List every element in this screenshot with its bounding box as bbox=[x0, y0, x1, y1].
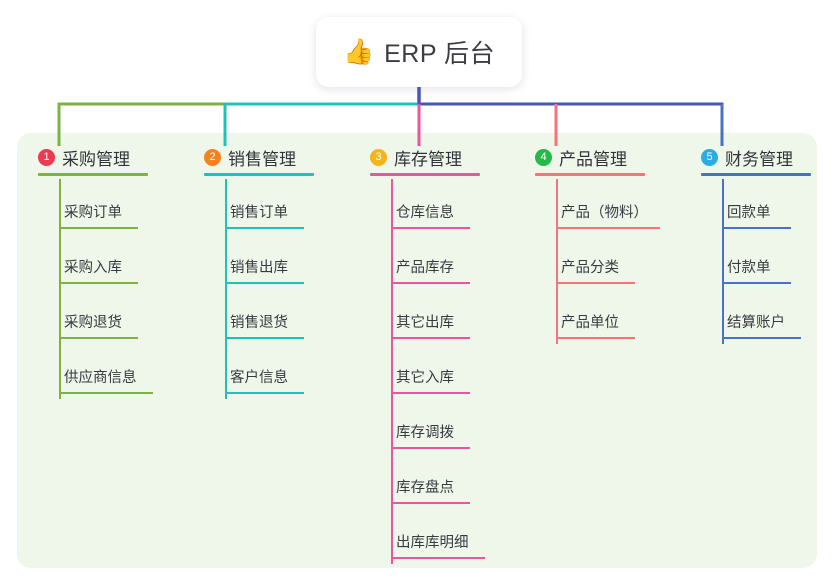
column-spine bbox=[391, 179, 393, 564]
column-header-rule bbox=[701, 173, 811, 176]
leaf-node-rule bbox=[723, 227, 791, 229]
leaf-node-rule bbox=[557, 227, 660, 229]
leaf-node-label: 回款单 bbox=[727, 205, 771, 221]
column-spine bbox=[225, 179, 227, 399]
diagram-panel bbox=[17, 133, 817, 568]
column-header-rule bbox=[204, 173, 314, 176]
column-title: 库存管理 bbox=[394, 150, 462, 169]
column-产品管理[interactable]: 4 产品管理产品（物料） 产品分类产品单位 bbox=[535, 146, 660, 344]
leaf-node-rule bbox=[226, 392, 304, 394]
column-title: 财务管理 bbox=[725, 150, 793, 169]
leaf-node-rule bbox=[226, 227, 304, 229]
column-header[interactable]: 2 销售管理 bbox=[204, 146, 296, 169]
leaf-node-label: 付款单 bbox=[727, 260, 771, 276]
leaf-node-label: 销售订单 bbox=[230, 205, 288, 221]
leaf-node-rule bbox=[392, 227, 470, 229]
leaf-node-rule bbox=[392, 447, 470, 449]
leaf-node-label: 库存盘点 bbox=[396, 480, 454, 496]
leaf-node-rule bbox=[392, 557, 485, 559]
leaf-node-label: 结算账户 bbox=[727, 315, 785, 331]
leaf-node-rule bbox=[60, 227, 138, 229]
column-财务管理[interactable]: 5 财务管理回款单付款单结算账户 bbox=[701, 146, 811, 344]
column-spine bbox=[556, 179, 558, 344]
leaf-node-label: 采购订单 bbox=[64, 205, 122, 221]
leaf-node-label: 产品单位 bbox=[561, 315, 619, 331]
column-header-rule bbox=[370, 173, 480, 176]
leaf-node-label: 库存调拨 bbox=[396, 425, 454, 441]
column-header-rule bbox=[38, 173, 148, 176]
column-title: 销售管理 bbox=[228, 150, 296, 169]
leaf-node-label: 其它出库 bbox=[396, 315, 454, 331]
leaf-node-rule bbox=[392, 282, 470, 284]
leaf-node-rule bbox=[392, 392, 470, 394]
leaf-node-label: 出库库明细 bbox=[396, 535, 469, 551]
thumbs-up-icon: 👍 bbox=[342, 37, 375, 66]
leaf-node-label: 产品（物料） bbox=[561, 205, 648, 221]
column-header-rule bbox=[535, 173, 645, 176]
leaf-node-rule bbox=[723, 337, 801, 339]
leaf-node-rule bbox=[60, 392, 153, 394]
leaf-node-rule bbox=[557, 337, 635, 339]
column-header[interactable]: 3 库存管理 bbox=[370, 146, 462, 169]
column-index-badge: 3 bbox=[370, 149, 387, 166]
column-spine bbox=[722, 179, 724, 344]
leaf-node-label: 供应商信息 bbox=[64, 370, 137, 386]
column-销售管理[interactable]: 2 销售管理销售订单销售出库销售退货客户信息 bbox=[204, 146, 314, 399]
column-index-badge: 1 bbox=[38, 149, 55, 166]
leaf-node-label: 销售退货 bbox=[230, 315, 288, 331]
column-index-badge: 2 bbox=[204, 149, 221, 166]
leaf-node-label: 销售出库 bbox=[230, 260, 288, 276]
leaf-node-rule bbox=[226, 282, 304, 284]
column-采购管理[interactable]: 1 采购管理采购订单采购入库采购退货供应商信息 bbox=[38, 146, 153, 399]
column-spine bbox=[59, 179, 61, 399]
leaf-node-label: 采购入库 bbox=[64, 260, 122, 276]
column-header[interactable]: 5 财务管理 bbox=[701, 146, 793, 169]
leaf-node-label: 采购退货 bbox=[64, 315, 122, 331]
leaf-node-rule bbox=[392, 502, 470, 504]
column-库存管理[interactable]: 3 库存管理仓库信息产品库存其它出库其它入库库存调拨库存盘点出库库明细 bbox=[370, 146, 485, 564]
root-node-title: ERP 后台 bbox=[384, 40, 496, 68]
leaf-node-rule bbox=[392, 337, 470, 339]
leaf-node-label: 仓库信息 bbox=[396, 205, 454, 221]
leaf-node-label: 产品库存 bbox=[396, 260, 454, 276]
leaf-node-label: 客户信息 bbox=[230, 370, 288, 386]
leaf-node-label: 产品分类 bbox=[561, 260, 619, 276]
column-title: 采购管理 bbox=[62, 150, 130, 169]
column-index-badge: 4 bbox=[535, 149, 552, 166]
leaf-node-rule bbox=[557, 282, 635, 284]
root-node[interactable]: 👍 ERP 后台 bbox=[316, 17, 522, 87]
leaf-node-rule bbox=[723, 282, 791, 284]
column-header[interactable]: 4 产品管理 bbox=[535, 146, 627, 169]
leaf-node-label: 其它入库 bbox=[396, 370, 454, 386]
leaf-node-rule bbox=[60, 337, 138, 339]
column-header[interactable]: 1 采购管理 bbox=[38, 146, 130, 169]
leaf-node-rule bbox=[226, 337, 304, 339]
leaf-node-rule bbox=[60, 282, 138, 284]
column-index-badge: 5 bbox=[701, 149, 718, 166]
column-title: 产品管理 bbox=[559, 150, 627, 169]
